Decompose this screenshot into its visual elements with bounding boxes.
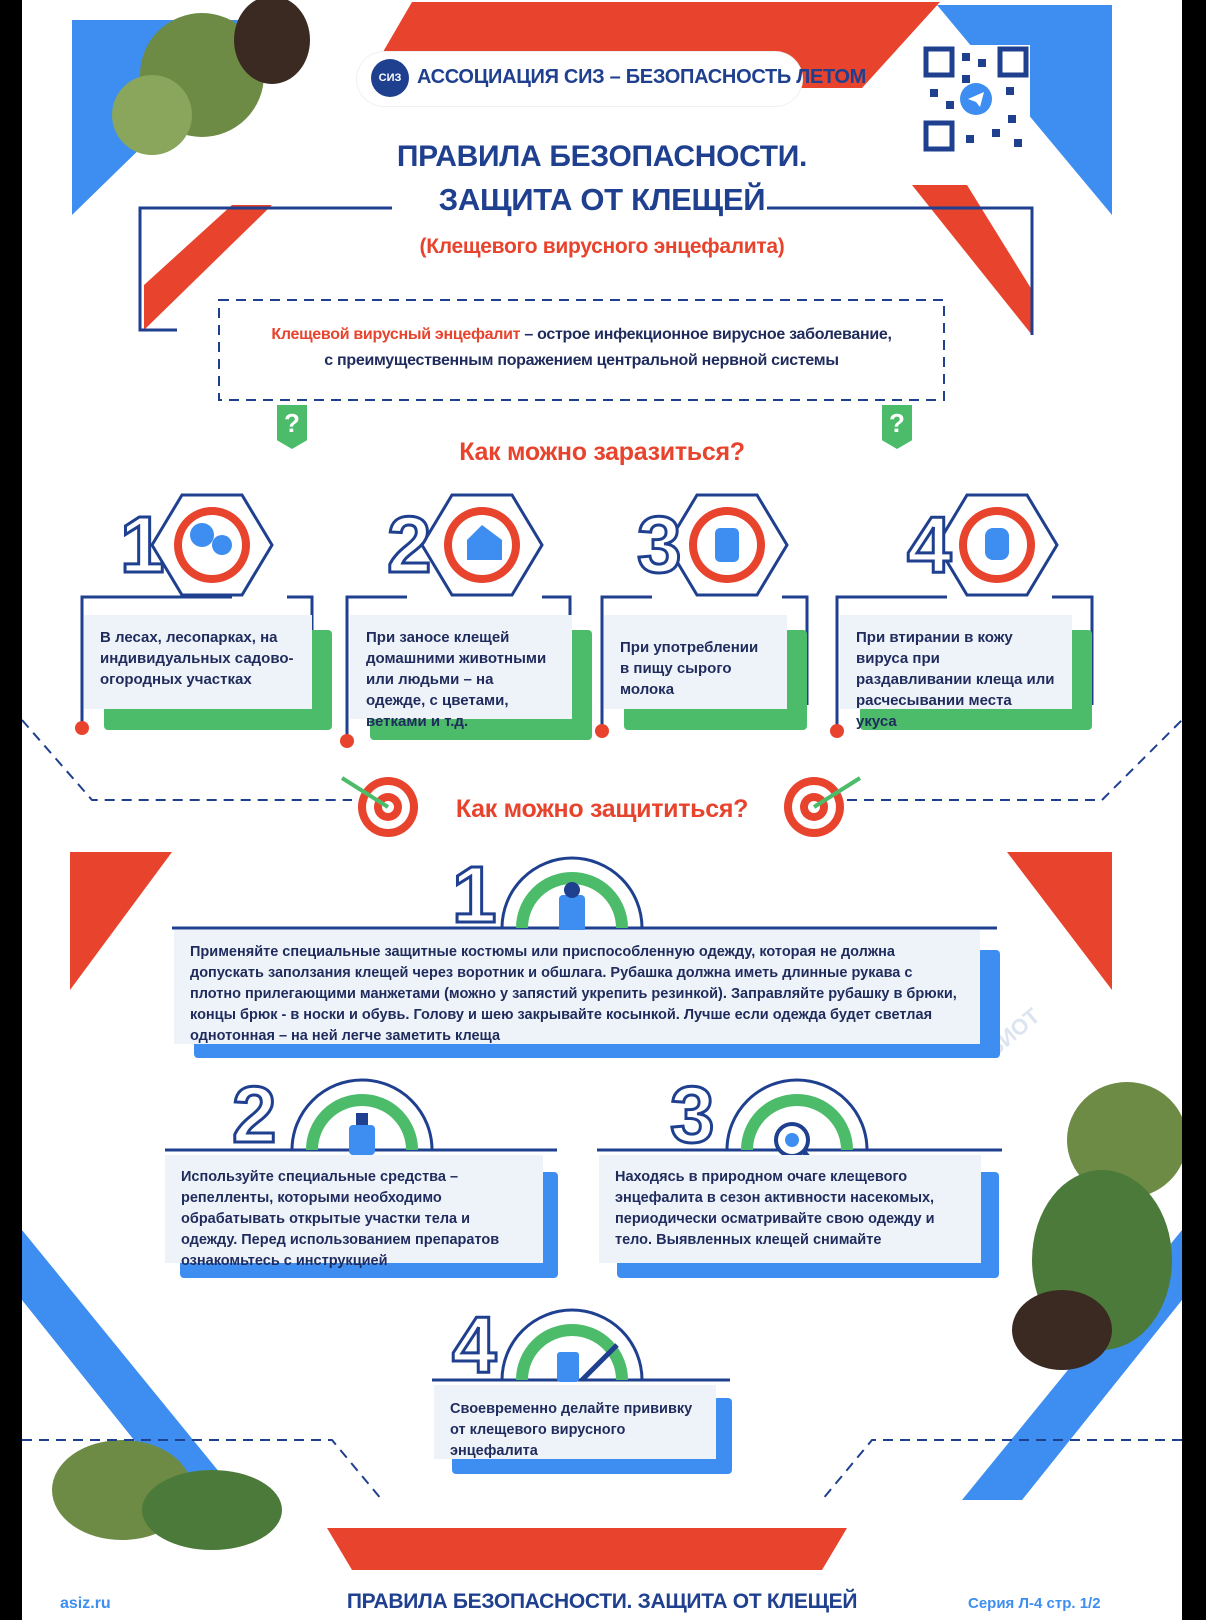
cat-house-icon [467, 525, 502, 560]
glove-icon [985, 528, 1009, 560]
protection-card-2: Используйте специальные средства – репел… [165, 1155, 543, 1269]
dashed-line-left [22, 719, 352, 801]
page-subtitle: (Клещевого вирусного энцефалита) [419, 235, 785, 258]
infection-number-4: 4 [906, 500, 953, 589]
infographic-page: БИОТ СИЗ АССОЦИАЦИЯ СИЗ – БЕЗОПАСНОСТЬ Л… [22, 0, 1182, 1620]
bush-bottom-right [1067, 1082, 1182, 1198]
infection-card-1: В лесах, лесопарках, на индивидуальных с… [84, 615, 312, 709]
protection-heading: Как можно защититься? [455, 795, 749, 823]
protection-card-4: Своевременно делайте прививку от клещево… [434, 1385, 716, 1459]
target-right-icon [784, 776, 862, 837]
band-bottom-red [327, 1528, 847, 1570]
footer-series: Серия Л-4 стр. 1/2 [968, 1595, 1101, 1612]
infection-card-4: При втирании в кожу вируса при раздавлив… [840, 615, 1072, 730]
protection-number-3: 3 [669, 1070, 716, 1159]
infection-heading: Как можно заразиться? [459, 438, 745, 466]
association-pill: СИЗ АССОЦИАЦИЯ СИЗ – БЕЗОПАСНОСТЬ ЛЕТОМ [357, 52, 866, 106]
definition-text: Клещевой вирусный энцефалит – острое инф… [219, 322, 944, 374]
tick-top-left-icon [234, 0, 310, 84]
hex-1 [150, 493, 274, 597]
definition-frame [218, 299, 945, 401]
definition-rest: – острое инфекционное вирусное заболеван… [520, 326, 892, 343]
infection-number-2: 2 [386, 500, 433, 589]
association-logo: СИЗ [371, 59, 409, 97]
tick-bottom-right-icon [1012, 1290, 1112, 1370]
decorative-bands [22, 0, 1182, 1570]
band-bottom-left [22, 1230, 242, 1500]
protection-card-1: Применяйте специальные защитные костюмы … [174, 930, 980, 1044]
hex-3 [665, 493, 789, 597]
infection-text-2: При заносе клещей домашними животными ил… [366, 629, 547, 730]
trees-icon [190, 523, 214, 547]
question-mark-left: ? [277, 405, 307, 449]
target-left-icon [340, 776, 418, 837]
protection-number-4: 4 [451, 1300, 498, 1389]
infection-number-1: 1 [119, 500, 166, 589]
protection-text-3: Находясь в природном очаге клещевого энц… [615, 1169, 935, 1248]
footer-title: ПРАВИЛА БЕЗОПАСНОСТИ. ЗАЩИТА ОТ КЛЕЩЕЙ [346, 1590, 858, 1613]
protection-number-1: 1 [451, 850, 498, 939]
hex-4 [935, 493, 1059, 597]
page-title-line2: ЗАЩИТА ОТ КЛЕЩЕЙ [438, 182, 766, 217]
protection-text-4: Своевременно делайте прививку от клещево… [450, 1401, 693, 1459]
protection-text-2: Используйте специальные средства – репел… [181, 1169, 500, 1269]
infection-number-3: 3 [636, 500, 683, 589]
milk-can-icon [715, 528, 739, 562]
question-mark-right: ? [882, 405, 912, 449]
vaccine-syringe-icon [557, 1343, 619, 1382]
definition-line2: с преимущественным поражением центрально… [324, 352, 839, 369]
infection-card-2: При заносе клещей домашними животными ил… [350, 615, 572, 730]
band-title-left [144, 205, 272, 330]
spray-bottle-icon [349, 1113, 375, 1155]
definition-term: Клещевой вирусный энцефалит [271, 326, 521, 343]
association-title: АССОЦИАЦИЯ СИЗ – БЕЗОПАСНОСТЬ ЛЕТОМ [417, 66, 867, 88]
infection-card-3: При употреблении в пищу сырого молока [604, 615, 787, 709]
infection-text-4: При втирании в кожу вируса при раздавлив… [856, 629, 1055, 730]
protective-suit-icon [559, 882, 585, 933]
title-frame-left [138, 206, 392, 332]
dashed-line-right [847, 719, 1182, 801]
band-title-right [912, 185, 1032, 335]
title-frame-right [767, 206, 1034, 335]
triangle-left [70, 852, 172, 990]
footer-site-link[interactable]: asiz.ru [60, 1595, 111, 1612]
protection-number-2: 2 [231, 1070, 278, 1159]
infection-text-1: В лесах, лесопарках, на индивидуальных с… [100, 629, 294, 688]
qr-code[interactable] [922, 45, 1030, 153]
protection-text-1: Применяйте специальные защитные костюмы … [190, 944, 957, 1044]
infection-text-3: При употреблении в пищу сырого молока [620, 639, 759, 698]
protection-card-3: Находясь в природном очаге клещевого энц… [599, 1155, 981, 1263]
hex-2 [420, 493, 544, 597]
qr-code-icon [922, 45, 1030, 153]
triangle-right [1007, 852, 1112, 990]
page-title-line1: ПРАВИЛА БЕЗОПАСНОСТИ. [396, 140, 808, 173]
